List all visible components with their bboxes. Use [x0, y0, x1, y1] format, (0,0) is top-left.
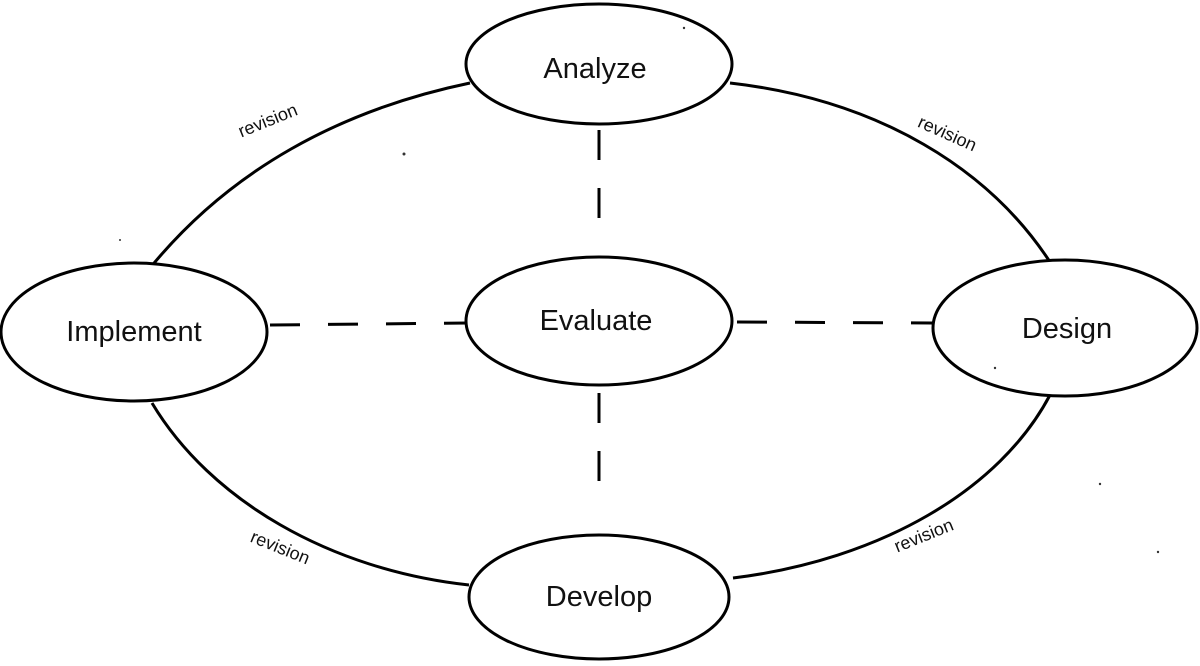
- speck: [119, 239, 121, 241]
- speck: [682, 26, 686, 30]
- node-evaluate: Evaluate: [464, 255, 734, 387]
- node-analyze-label: Analyze: [543, 53, 646, 85]
- node-analyze-shape: [464, 2, 734, 126]
- edge-design-develop: [732, 394, 1052, 580]
- node-implement-shape: [0, 261, 269, 403]
- speck: [1098, 482, 1102, 486]
- revision-label-develop-implement: revision: [248, 527, 313, 569]
- node-implement: Implement: [0, 261, 269, 403]
- revision-label-analyze-design: revision: [915, 112, 980, 156]
- revision-label-implement-analyze: revision: [235, 100, 300, 142]
- dashed-link-evaluate-design: [736, 320, 933, 325]
- edge-analyze-design: [729, 81, 1052, 263]
- node-evaluate-shape: [464, 255, 734, 387]
- node-analyze: Analyze: [464, 2, 734, 126]
- cycle-ring: [148, 81, 1052, 587]
- edge-implement-analyze: [148, 81, 471, 269]
- node-design-label: Design: [1022, 313, 1112, 345]
- node-develop-label: Develop: [546, 581, 652, 613]
- edge-develop-implement: [150, 402, 470, 587]
- node-evaluate-label: Evaluate: [540, 305, 653, 337]
- speck: [1156, 550, 1160, 554]
- scan-specks: [119, 26, 1160, 554]
- evaluate-links: [269, 130, 933, 495]
- revision-label-design-develop: revision: [891, 515, 956, 557]
- speck: [402, 152, 406, 156]
- speck: [993, 366, 997, 370]
- dashed-link-implement-evaluate: [269, 321, 469, 327]
- node-develop: Develop: [467, 533, 731, 661]
- node-develop-shape: [467, 533, 731, 661]
- node-design: Design: [931, 258, 1199, 398]
- node-design-shape: [931, 258, 1199, 398]
- node-implement-label: Implement: [66, 316, 201, 348]
